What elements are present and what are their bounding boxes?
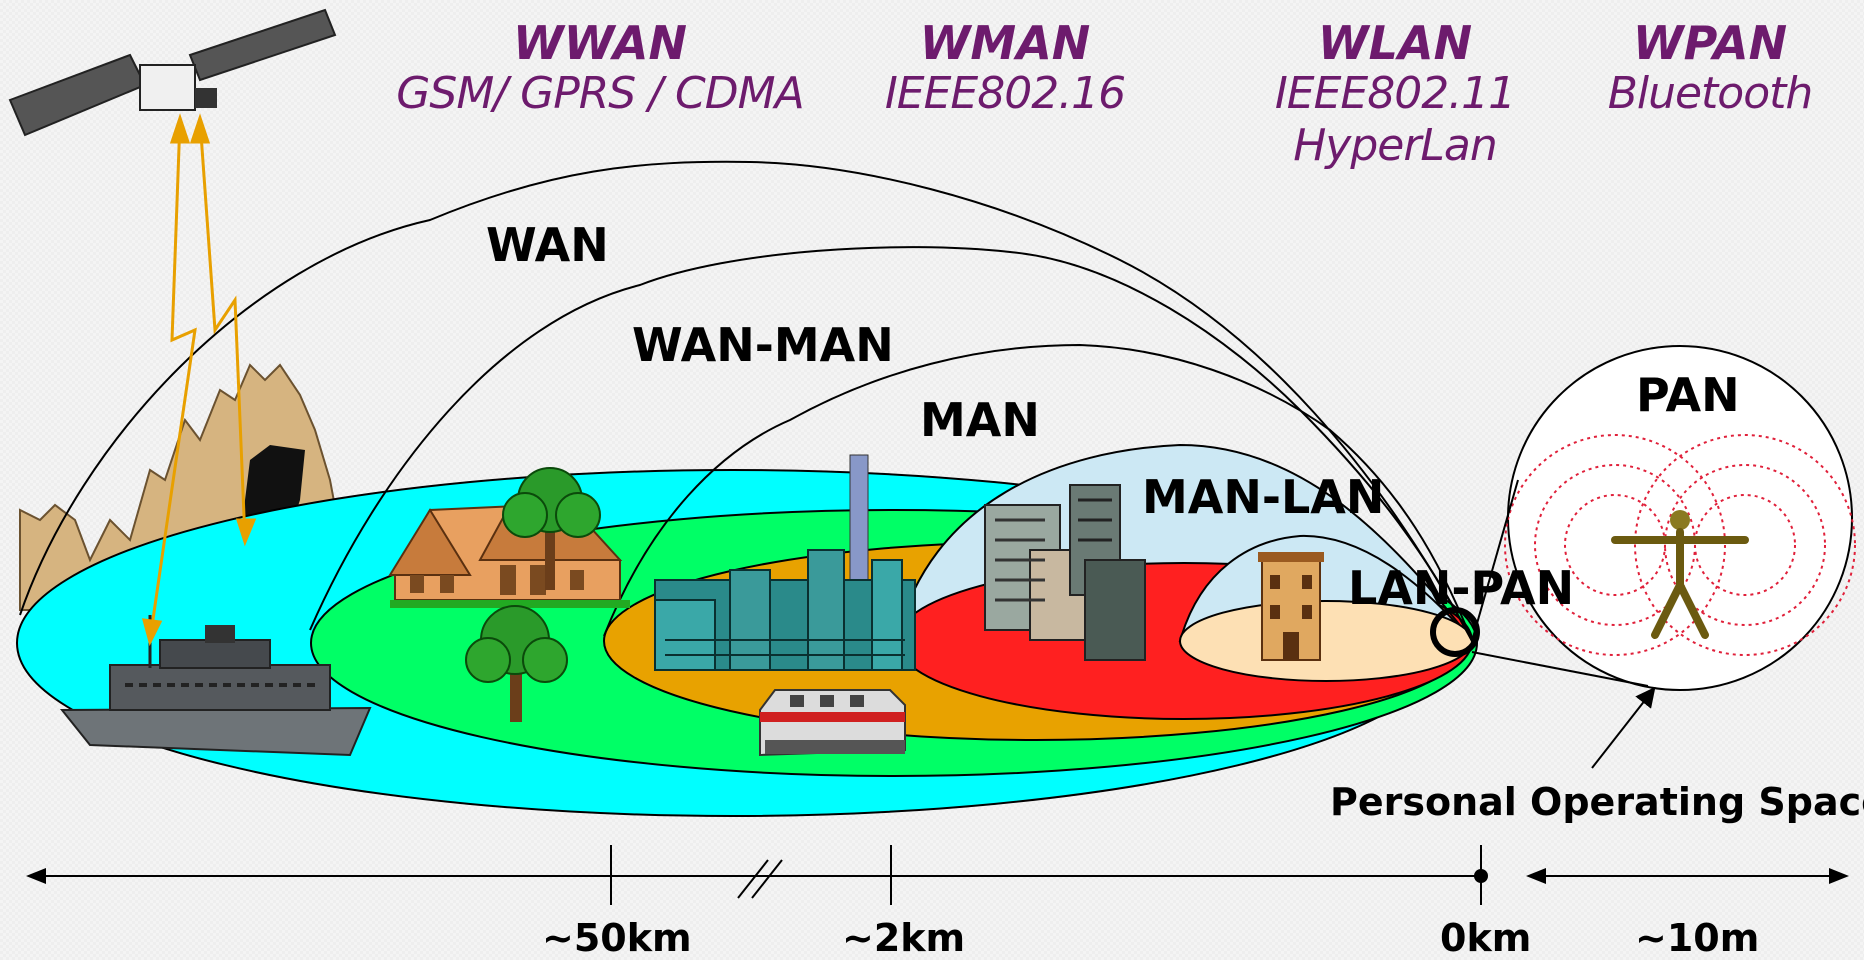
axis-tick-label: 0km — [1440, 916, 1532, 960]
man-dome — [603, 343, 1473, 642]
office-buildings-icon — [984, 484, 1146, 661]
personal-space-pointer — [1591, 686, 1656, 769]
satellite-icon — [8, 8, 337, 137]
standard-wlan: WLAN IEEE802.11 HyperLan — [1245, 18, 1545, 172]
axis-tick-label: ~10m — [1635, 916, 1760, 960]
standard-name: WLAN — [1317, 16, 1473, 70]
standard-name: WMAN — [919, 16, 1091, 70]
standard-wwan: WWAN GSM/ GPRS / CDMA — [360, 18, 840, 120]
standard-name: WPAN — [1632, 16, 1788, 70]
pan-range-axis — [1526, 868, 1849, 884]
zone-label-man-lan: MAN-LAN — [1142, 470, 1385, 524]
zone-label-wan: WAN — [486, 218, 609, 272]
axis-tick-label: ~2km — [842, 916, 966, 960]
wan-dome — [19, 160, 1473, 642]
axis-tick-label: ~50km — [542, 916, 692, 960]
factory-icon — [654, 454, 916, 671]
person-icon — [1611, 510, 1749, 639]
standard-wman: WMAN IEEE802.16 — [860, 18, 1150, 120]
tree-icon — [502, 467, 601, 590]
pan-circle — [1504, 345, 1856, 691]
pan-focus-ring — [1430, 607, 1480, 657]
distance-axis — [26, 845, 1488, 905]
standard-protocol: HyperLan — [1293, 120, 1498, 171]
standard-protocol: IEEE802.16 — [884, 68, 1126, 119]
small-building-icon — [1258, 552, 1324, 661]
zone-label-wan-man: WAN-MAN — [632, 318, 894, 372]
personal-operating-space-label: Personal Operating Space — [1330, 780, 1864, 824]
standard-name: WWAN — [513, 16, 687, 70]
ship-icon — [59, 615, 372, 757]
zone-label-man: MAN — [920, 393, 1040, 447]
wan-man-dome — [309, 246, 1473, 642]
standard-protocol: IEEE802.11 — [1274, 68, 1516, 119]
zone-label-lan-pan: LAN-PAN — [1348, 561, 1575, 615]
standard-protocol: GSM/ GPRS / CDMA — [396, 68, 804, 119]
standard-wpan: WPAN Bluetooth — [1570, 18, 1850, 120]
standard-protocol: Bluetooth — [1607, 68, 1814, 119]
train-icon — [759, 689, 906, 757]
tree-icon — [465, 605, 568, 722]
satellite-link — [141, 113, 257, 647]
zone-label-pan: PAN — [1636, 368, 1740, 422]
